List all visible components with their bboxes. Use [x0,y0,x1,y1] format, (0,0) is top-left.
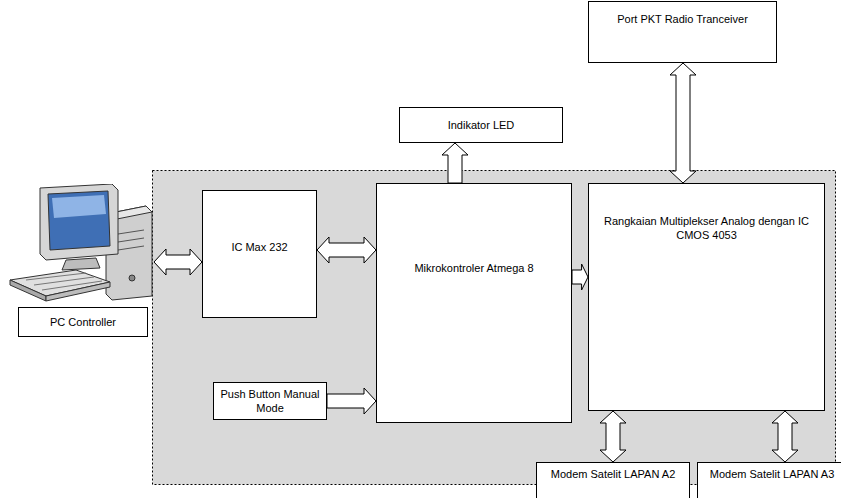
push-button-box: Push Button Manual Mode [213,382,327,420]
node-label: Push Button Manual Mode [220,387,320,415]
computer-icon [6,184,154,302]
modem-box: Modem Satelit LAPAN A3 [697,462,841,498]
block-arrow [572,264,588,290]
block-arrow [600,411,626,462]
node-label: Port PKT Radio Tranceiver [617,12,748,26]
node-label: Modem Satelit LAPAN A3 [710,467,835,481]
block-arrow [442,143,468,183]
block-arrow [154,249,202,275]
modem-box: Modem Satelit LAPAN A2 [536,462,690,498]
block-arrow [670,63,696,183]
microcontroller-box: Mikrokontroler Atmega 8 [376,183,572,423]
node-label: Modem Satelit LAPAN A2 [551,467,676,481]
block-arrow [317,237,376,263]
pc-controller: PC Controller [6,184,154,340]
node-label: Mikrokontroler Atmega 8 [414,261,533,275]
node-label: Rangkaian Multiplekser Analog dengan IC … [595,214,818,242]
system-region [153,171,836,485]
block-arrow [327,388,376,414]
node-label: IC Max 232 [231,240,287,254]
led-box: Indikator LED [399,107,563,143]
block-arrow [772,411,798,462]
multiplexer-box: Rangkaian Multiplekser Analog dengan IC … [588,183,825,411]
node-label: PC Controller [50,315,116,329]
node-label: Indikator LED [448,118,515,132]
ic-box: IC Max 232 [202,190,317,318]
pc-label: PC Controller [18,307,148,337]
port-box: Port PKT Radio Tranceiver [588,1,777,63]
